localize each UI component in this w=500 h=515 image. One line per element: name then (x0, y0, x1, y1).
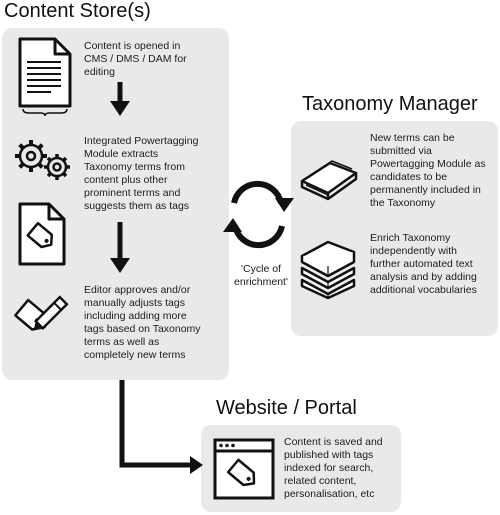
taxonomy-manager-title: Taxonomy Manager (302, 93, 478, 115)
gears-icon (15, 140, 70, 180)
down-arrow-1-icon (110, 82, 130, 116)
cycle-arrows-icon (223, 180, 294, 249)
book-icon (300, 160, 358, 201)
content-store-title: Content Store(s) (4, 0, 151, 22)
document-icon (18, 37, 72, 116)
content-store-step3-text: Editor approves and/or manually adjusts … (84, 284, 201, 361)
books-stack-icon (300, 240, 356, 300)
taxonomy-manager-box (291, 121, 498, 336)
down-arrow-2-icon (110, 222, 130, 273)
pen-tag-icon (14, 295, 69, 331)
taxonomy-step1-text: New terms can be submitted via Powertagg… (370, 132, 486, 209)
browser-tag-icon (213, 438, 275, 500)
tag-document-icon (18, 202, 66, 266)
website-portal-title: Website / Portal (216, 397, 357, 419)
taxonomy-step2-text: Enrich Taxonomy independently with furth… (370, 232, 477, 296)
elbow-arrow-to-portal-icon (119, 380, 203, 474)
website-portal-text: Content is saved and published with tags… (284, 436, 383, 500)
content-store-step2-text: Integrated Powertagging Module extracts … (84, 135, 199, 212)
cycle-of-enrichment-label: 'Cycle of enrichment' (234, 263, 288, 288)
content-store-step1-text: Content is opened in CMS / DMS / DAM for… (84, 40, 187, 78)
